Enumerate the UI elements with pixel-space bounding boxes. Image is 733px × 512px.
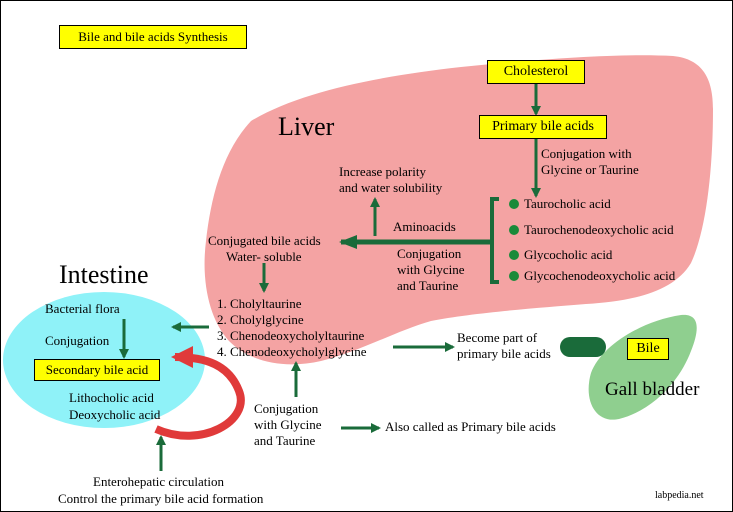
- conjugation-label-line1: Conjugation with: [541, 146, 632, 161]
- conjugation-label-line2: Glycine or Taurine: [541, 162, 639, 177]
- increase-polarity-line1: Increase polarity: [339, 164, 426, 179]
- bottom-conjugation-line2: with Glycine: [254, 417, 322, 432]
- bottom-conjugation-line1: Conjugation: [254, 401, 319, 416]
- conjugates-bracket: [490, 197, 499, 284]
- become-part-line1: Become part of: [457, 330, 538, 345]
- list-item-cholyltaurine: 1. Cholyltaurine: [217, 296, 302, 311]
- bottom-conjugation-line3: and Taurine: [254, 433, 316, 448]
- bacterial-flora-label: Bacterial flora: [45, 301, 120, 316]
- conjugated-bile-acids-line1: Conjugated bile acids: [208, 233, 321, 248]
- conjugation-glycine-taurine-line2: with Glycine: [397, 262, 465, 277]
- conjugate-glycochenodeoxycholic: Glycochenodeoxycholic acid: [524, 268, 676, 283]
- enterohepatic-line1: Enterohepatic circulation: [93, 474, 225, 489]
- aminoacids-label: Aminoacids: [393, 219, 456, 234]
- conjugation-glycine-taurine-line1: Conjugation: [397, 246, 462, 261]
- conjugate-taurochenodeoxycholic: Taurochenodeoxycholic acid: [524, 222, 674, 237]
- source-credit: labpedia.net: [655, 490, 704, 501]
- conjugate-glycocholic: Glycocholic acid: [524, 247, 613, 262]
- conjugated-bile-acids-line2: Water- soluble: [226, 249, 302, 264]
- secondary-bile-acid-box: Secondary bile acid: [34, 359, 160, 381]
- lithocholic-acid-label: Lithocholic acid: [69, 390, 154, 405]
- intestine-label: Intestine: [59, 260, 149, 289]
- list-item-chenodeoxycholyltaurine: 3. Chenodeoxycholyltaurine: [217, 328, 365, 343]
- bullet-dot: [509, 250, 519, 260]
- become-part-line2: primary bile acids: [457, 346, 551, 361]
- deoxycholic-acid-label: Deoxycholic acid: [69, 407, 161, 422]
- enterohepatic-line2: Control the primary bile acid formation: [58, 491, 264, 506]
- bullet-dot: [509, 199, 519, 209]
- increase-polarity-line2: and water solubility: [339, 180, 443, 195]
- gall-bladder-shape: [588, 314, 697, 420]
- list-item-cholylglycine: 2. Cholylglycine: [217, 312, 304, 327]
- bullet-dot: [509, 271, 519, 281]
- diagram-title: Bile and bile acids Synthesis: [59, 25, 247, 49]
- bullet-dot: [509, 225, 519, 235]
- enterohepatic-circulation-arrow: [154, 346, 245, 440]
- bile-box: Bile: [627, 338, 669, 360]
- cholesterol-box: Cholesterol: [487, 60, 585, 84]
- bile-duct: [560, 337, 606, 357]
- conjugate-taurocholic: Taurocholic acid: [524, 196, 611, 211]
- primary-bile-acids-box: Primary bile acids: [479, 115, 607, 139]
- gall-bladder-label: Gall bladder: [605, 379, 700, 400]
- conjugation-glycine-taurine-line3: and Taurine: [397, 278, 459, 293]
- list-item-chenodeoxycholylglycine: 4. Chenodeoxycholylglycine: [217, 344, 367, 359]
- liver-label: Liver: [278, 112, 335, 141]
- also-called-label: Also called as Primary bile acids: [385, 419, 556, 434]
- intestine-conjugation-label: Conjugation: [45, 333, 110, 348]
